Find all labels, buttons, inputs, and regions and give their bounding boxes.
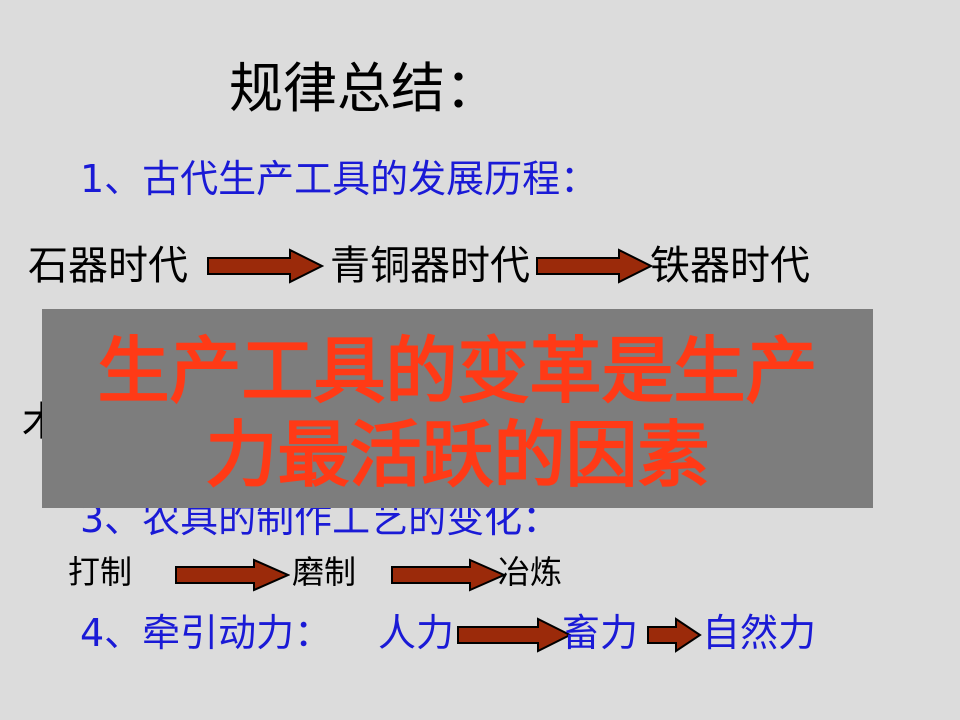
slide-title: 规律总结： xyxy=(229,57,499,120)
stage-stone-age: 石器时代 xyxy=(28,243,188,289)
stage-smelted: 冶炼 xyxy=(498,553,563,591)
stage-bronze-age: 青铜器时代 xyxy=(330,243,530,289)
stage-animal-power: 畜力 xyxy=(562,611,639,655)
stage-chipped: 打制 xyxy=(68,553,133,591)
right-arrow-icon xyxy=(647,617,702,653)
stage-human-power: 人力 xyxy=(378,611,455,655)
emphasis-overlay-box: 生产工具的变革是生产 力最活跃的因素 xyxy=(42,309,873,508)
overlay-line-1: 生产工具的变革是生产 xyxy=(97,329,818,413)
stage-natural-power: 自然力 xyxy=(702,611,817,655)
section-1-heading: 1、古代生产工具的发展历程： xyxy=(80,157,599,201)
stage-iron-age: 铁器时代 xyxy=(650,243,810,289)
stage-polished: 磨制 xyxy=(292,553,357,591)
right-arrow-icon xyxy=(175,558,290,592)
overlay-line-2: 力最活跃的因素 xyxy=(205,413,710,497)
right-arrow-icon xyxy=(207,248,324,284)
section-4-heading: 4、牵引动力： xyxy=(80,611,333,655)
right-arrow-icon xyxy=(536,248,653,284)
right-arrow-icon xyxy=(457,617,572,653)
right-arrow-icon xyxy=(391,558,506,592)
